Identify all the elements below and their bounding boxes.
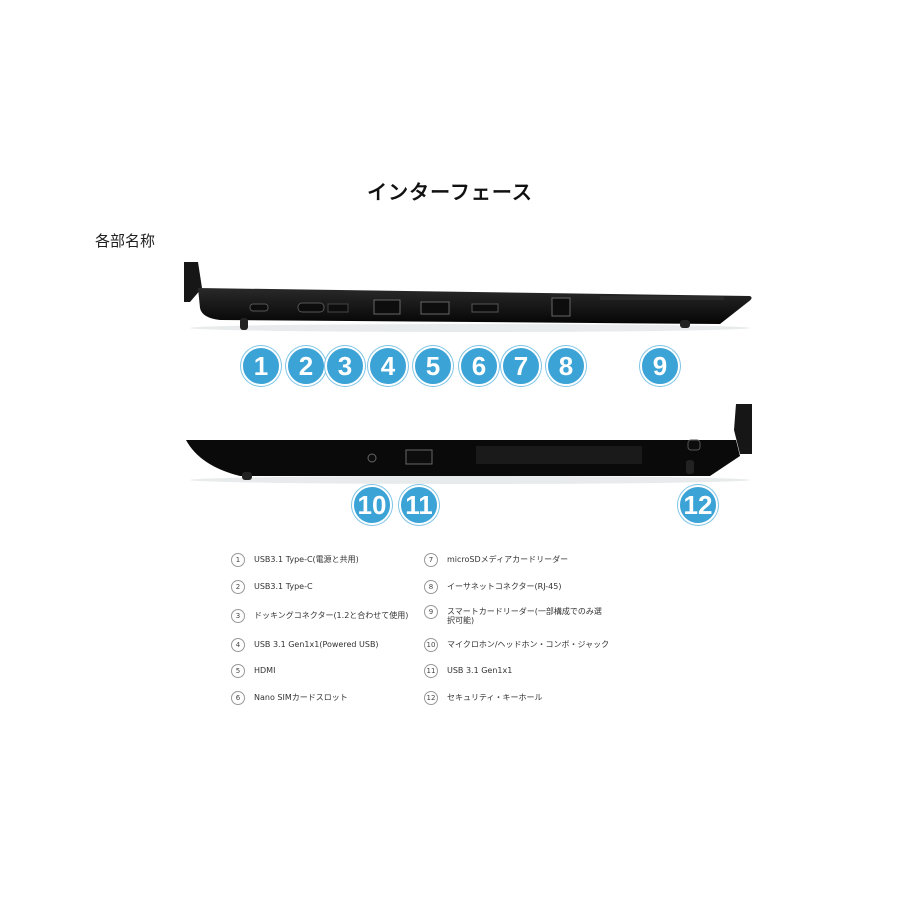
callout-8: 8 — [546, 346, 586, 386]
legend-text: USB3.1 Type-C — [254, 582, 313, 591]
legend-text: イーサネットコネクター(RJ-45) — [447, 582, 562, 591]
legend-item: 5 HDMI — [231, 664, 414, 678]
legend-text: USB3.1 Type-C(電源と共用) — [254, 555, 359, 564]
legend-number: 4 — [231, 638, 245, 652]
legend-number: 8 — [424, 580, 438, 594]
legend-text: マイクロホン/ヘッドホン・コンボ・ジャック — [447, 640, 610, 649]
legend-text: microSDメディアカードリーダー — [447, 555, 569, 564]
legend-item: 10 マイクロホン/ヘッドホン・コンボ・ジャック — [424, 638, 637, 652]
legend-number: 1 — [231, 553, 245, 567]
legend-text: USB 3.1 Gen1x1 — [447, 666, 513, 675]
legend-number: 5 — [231, 664, 245, 678]
legend-item: 6 Nano SIMカードスロット — [231, 691, 414, 705]
page-title: インターフェース — [367, 180, 533, 204]
legend-text: USB 3.1 Gen1x1(Powered USB) — [254, 640, 379, 649]
laptop-left-side-image — [184, 262, 752, 332]
callout-10: 10 — [352, 485, 392, 525]
callout-3: 3 — [325, 346, 365, 386]
legend-text: スマートカードリーダー(一部構成でのみ選択可能) — [447, 607, 602, 625]
legend-number: 6 — [231, 691, 245, 705]
callout-9: 9 — [640, 346, 680, 386]
legend-number: 10 — [424, 638, 438, 652]
callout-4: 4 — [368, 346, 408, 386]
legend-number: 9 — [424, 605, 438, 619]
legend-item: 9 スマートカードリーダー(一部構成でのみ選択可能) — [424, 605, 607, 625]
legend-item: 2 USB3.1 Type-C — [231, 580, 414, 594]
legend-item: 1 USB3.1 Type-C(電源と共用) — [231, 553, 414, 567]
legend-item: 8 イーサネットコネクター(RJ-45) — [424, 580, 607, 594]
legend-number: 3 — [231, 609, 245, 623]
callout-12: 12 — [678, 485, 718, 525]
legend-text: セキュリティ・キーホール — [447, 693, 543, 702]
callout-1: 1 — [241, 346, 281, 386]
legend-item: 12 セキュリティ・キーホール — [424, 691, 607, 705]
legend-number: 2 — [231, 580, 245, 594]
legend-item: 11 USB 3.1 Gen1x1 — [424, 664, 607, 678]
section-subtitle: 各部名称 — [95, 232, 156, 250]
laptop-right-side-image — [186, 404, 752, 484]
legend-number: 12 — [424, 691, 438, 705]
legend-item: 7 microSDメディアカードリーダー — [424, 553, 607, 567]
callout-6: 6 — [459, 346, 499, 386]
callout-5: 5 — [413, 346, 453, 386]
callout-11: 11 — [399, 485, 439, 525]
callout-7: 7 — [501, 346, 541, 386]
legend-item: 3 ドッキングコネクター(1.2と合わせて使用) — [231, 609, 414, 623]
legend-item: 4 USB 3.1 Gen1x1(Powered USB) — [231, 638, 414, 652]
legend-text: ドッキングコネクター(1.2と合わせて使用) — [254, 611, 409, 620]
legend-number: 7 — [424, 553, 438, 567]
legend-number: 11 — [424, 664, 438, 678]
legend-text: HDMI — [254, 666, 276, 675]
callout-2: 2 — [286, 346, 326, 386]
legend-text: Nano SIMカードスロット — [254, 693, 348, 702]
